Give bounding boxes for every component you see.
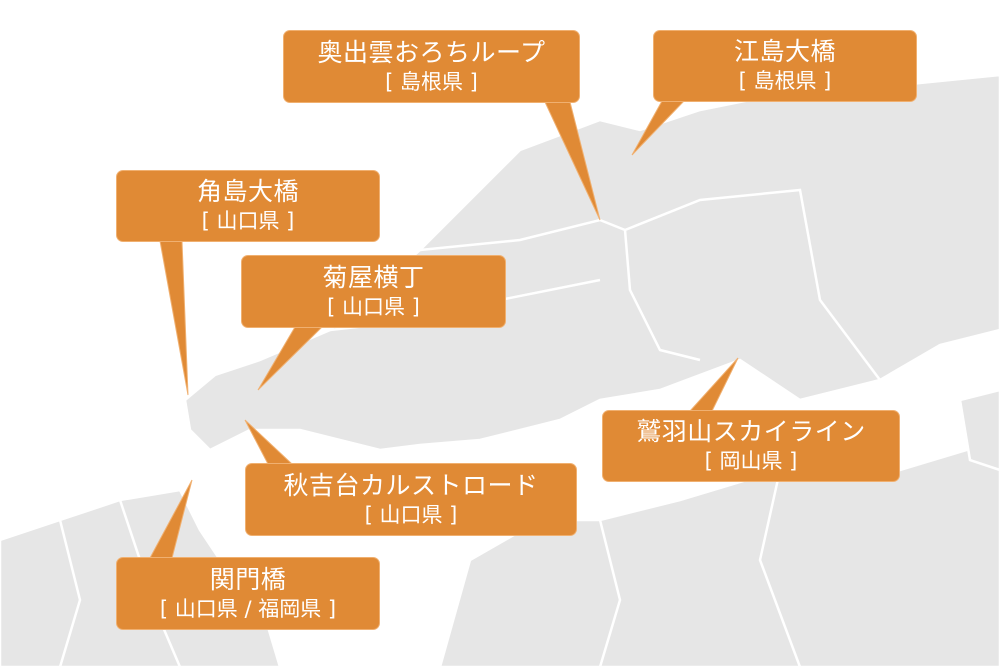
callout-washuzan-skyline[interactable]: 鷲羽山スカイライン [ 岡山県 ] bbox=[602, 410, 900, 482]
callout-tsunoshima-bridge[interactable]: 角島大橋 [ 山口県 ] bbox=[116, 170, 380, 242]
region-honshu bbox=[183, 73, 1000, 452]
spot-name: 角島大橋 bbox=[196, 177, 299, 206]
spot-name: 秋吉台カルストロード bbox=[283, 470, 539, 500]
spot-name: 鷲羽山スカイライン bbox=[636, 417, 866, 446]
region-small-island bbox=[958, 388, 1000, 472]
spot-name: 関門橋 bbox=[209, 564, 287, 594]
spot-prefecture: [ 山口県 ] bbox=[364, 502, 458, 527]
spot-prefecture: [ 山口県 ] bbox=[327, 294, 420, 319]
spot-name: 江島大橋 bbox=[733, 37, 836, 66]
spot-prefecture: [ 島根県 ] bbox=[738, 69, 832, 93]
spot-prefecture: [ 山口県 ] bbox=[201, 209, 295, 233]
spot-prefecture: [ 山口県 / 福岡県 ] bbox=[159, 596, 337, 621]
region-shikoku-borders bbox=[598, 469, 802, 667]
callout-kikuya-yokocho[interactable]: 菊屋横丁 [ 山口県 ] bbox=[241, 255, 506, 328]
callout-eshima-bridge[interactable]: 江島大橋 [ 島根県 ] bbox=[653, 30, 917, 102]
callout-kanmon-bridge[interactable]: 関門橋 [ 山口県 / 福岡県 ] bbox=[116, 557, 380, 630]
spot-prefecture: [ 島根県 ] bbox=[385, 69, 478, 94]
spot-name: 奥出雲おろちループ bbox=[317, 37, 546, 67]
pointer-tsunoshima bbox=[159, 240, 189, 396]
callout-okuizumo-orochi-loop[interactable]: 奥出雲おろちループ [ 島根県 ] bbox=[283, 30, 580, 103]
spot-name: 菊屋横丁 bbox=[322, 262, 425, 292]
spot-prefecture: [ 岡山県 ] bbox=[704, 449, 798, 473]
callout-akiyoshidai-karst-road[interactable]: 秋吉台カルストロード [ 山口県 ] bbox=[245, 463, 577, 536]
